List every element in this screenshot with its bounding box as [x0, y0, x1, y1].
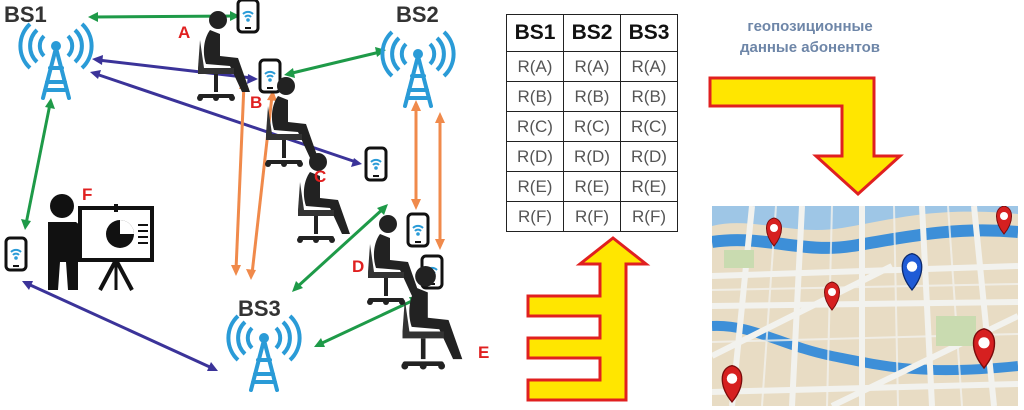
phone-d-icon	[406, 212, 430, 248]
table-cell: R(C)	[506, 111, 564, 142]
geo-caption-line2: данные абонентов	[739, 39, 881, 56]
subscriber-f-label: F	[82, 185, 92, 204]
table-cell: R(F)	[620, 201, 678, 232]
table-cell: R(E)	[506, 171, 564, 202]
table-cell: R(E)	[620, 171, 678, 202]
phone-c-icon	[364, 146, 388, 182]
table-cell: R(B)	[620, 81, 678, 112]
table-header: BS3	[620, 14, 678, 52]
table-cell: R(B)	[563, 81, 621, 112]
link-b-bs2	[287, 50, 381, 76]
table-row: R(F)R(F)R(F)	[506, 201, 678, 232]
table-row: R(A)R(A)R(A)	[506, 51, 678, 82]
geo-caption: геопозиционные данные абонентов	[700, 16, 920, 58]
table-cell: R(F)	[563, 201, 621, 232]
bend-arrow-down	[708, 76, 904, 197]
table-row: R(C)R(C)R(C)	[506, 111, 678, 142]
bs2-tower-icon	[380, 30, 456, 108]
city-map-image	[712, 206, 1018, 406]
presenter-f-icon	[48, 194, 154, 291]
table-row: R(E)R(E)R(E)	[506, 171, 678, 202]
merge-arrow-up	[526, 236, 651, 402]
measurements-table: BS1 BS2 BS3 R(A)R(A)R(A) R(B)R(B)R(B) R(…	[506, 14, 678, 232]
bs3-label: BS3	[238, 296, 281, 321]
table-cell: R(B)	[506, 81, 564, 112]
link-bs3-c	[294, 206, 386, 290]
link-bs1-c	[95, 72, 357, 164]
subscriber-c-label: C	[314, 167, 326, 186]
links	[21, 11, 445, 371]
link-bs1-b	[97, 58, 253, 80]
subscriber-e-label: E	[478, 343, 489, 362]
subscriber-b-label: B	[250, 93, 262, 112]
table-cell: R(A)	[506, 51, 564, 82]
table-row: R(B)R(B)R(B)	[506, 81, 678, 112]
link-bs3-e	[319, 298, 415, 346]
table-header: BS1	[506, 14, 564, 52]
table-cell: R(D)	[563, 141, 621, 172]
table-header-row: BS1 BS2 BS3	[506, 14, 678, 52]
link-f-bs3	[27, 282, 213, 370]
table-cell: R(D)	[620, 141, 678, 172]
table-header: BS2	[563, 14, 621, 52]
phone-a-icon	[236, 0, 260, 34]
link-bs1-f	[24, 103, 52, 225]
phone-b-icon	[258, 58, 282, 94]
link-a-bs3	[234, 83, 246, 271]
subscriber-d-label: D	[352, 257, 364, 276]
bs1-tower-icon	[18, 22, 94, 100]
bs1-label: BS1	[4, 2, 47, 27]
phone-f-icon	[4, 236, 28, 272]
table-cell: R(E)	[563, 171, 621, 202]
table-cell: R(C)	[563, 111, 621, 142]
bs2-label: BS2	[396, 2, 439, 27]
map-pin-blue-icon	[901, 252, 923, 292]
table-cell: R(A)	[620, 51, 678, 82]
geo-caption-line1: геопозиционные	[747, 18, 873, 35]
bs3-tower-icon	[226, 314, 302, 392]
table-cell: R(C)	[620, 111, 678, 142]
table-cell: R(A)	[563, 51, 621, 82]
subscriber-a-label: A	[178, 23, 190, 42]
table-row: R(D)R(D)R(D)	[506, 141, 678, 172]
table-cell: R(D)	[506, 141, 564, 172]
table-cell: R(F)	[506, 201, 564, 232]
